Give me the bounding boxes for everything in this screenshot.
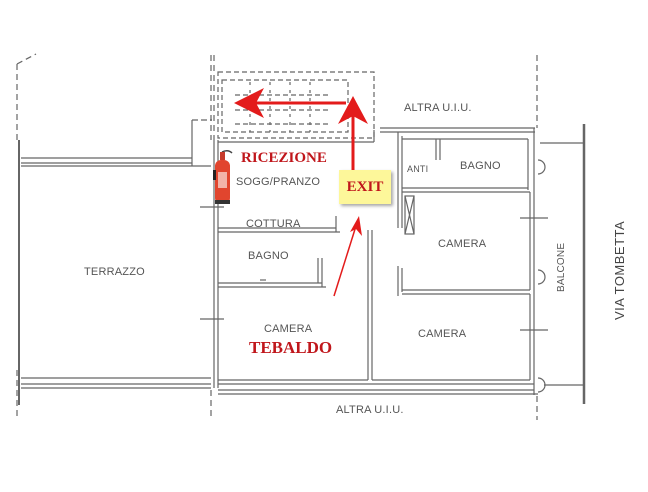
exit-label: EXIT bbox=[346, 178, 384, 195]
room-label-bagno-right: BAGNO bbox=[460, 160, 501, 172]
exit-route-arrows bbox=[234, 88, 368, 297]
room-label-camera-tebaldo: CAMERA bbox=[264, 323, 313, 335]
room-label-cottura: COTTURA bbox=[246, 218, 301, 230]
exit-sign: EXIT bbox=[339, 170, 391, 204]
room-label-balcone: BALCONE bbox=[556, 242, 567, 292]
room-label-anti: ANTI bbox=[407, 164, 429, 174]
room-label-camera-lower-right: CAMERA bbox=[418, 328, 467, 340]
neighbor-label-top: ALTRA U.I.U. bbox=[404, 102, 472, 114]
room-label-camera-upper-right: CAMERA bbox=[438, 238, 487, 250]
room-label-terrazzo: TERRAZZO bbox=[84, 266, 145, 278]
room-label-sogg-pranzo: SOGG/PRANZO bbox=[236, 176, 321, 188]
fire-extinguisher-icon bbox=[213, 149, 233, 204]
room-name-tebaldo: TEBALDO bbox=[249, 338, 333, 357]
reception-label: RICEZIONE bbox=[241, 150, 327, 166]
room-label-bagno-left: BAGNO bbox=[248, 250, 289, 262]
neighbor-label-bottom: ALTRA U.I.U. bbox=[336, 404, 404, 416]
street-label: VIA TOMBETTA bbox=[612, 220, 627, 320]
